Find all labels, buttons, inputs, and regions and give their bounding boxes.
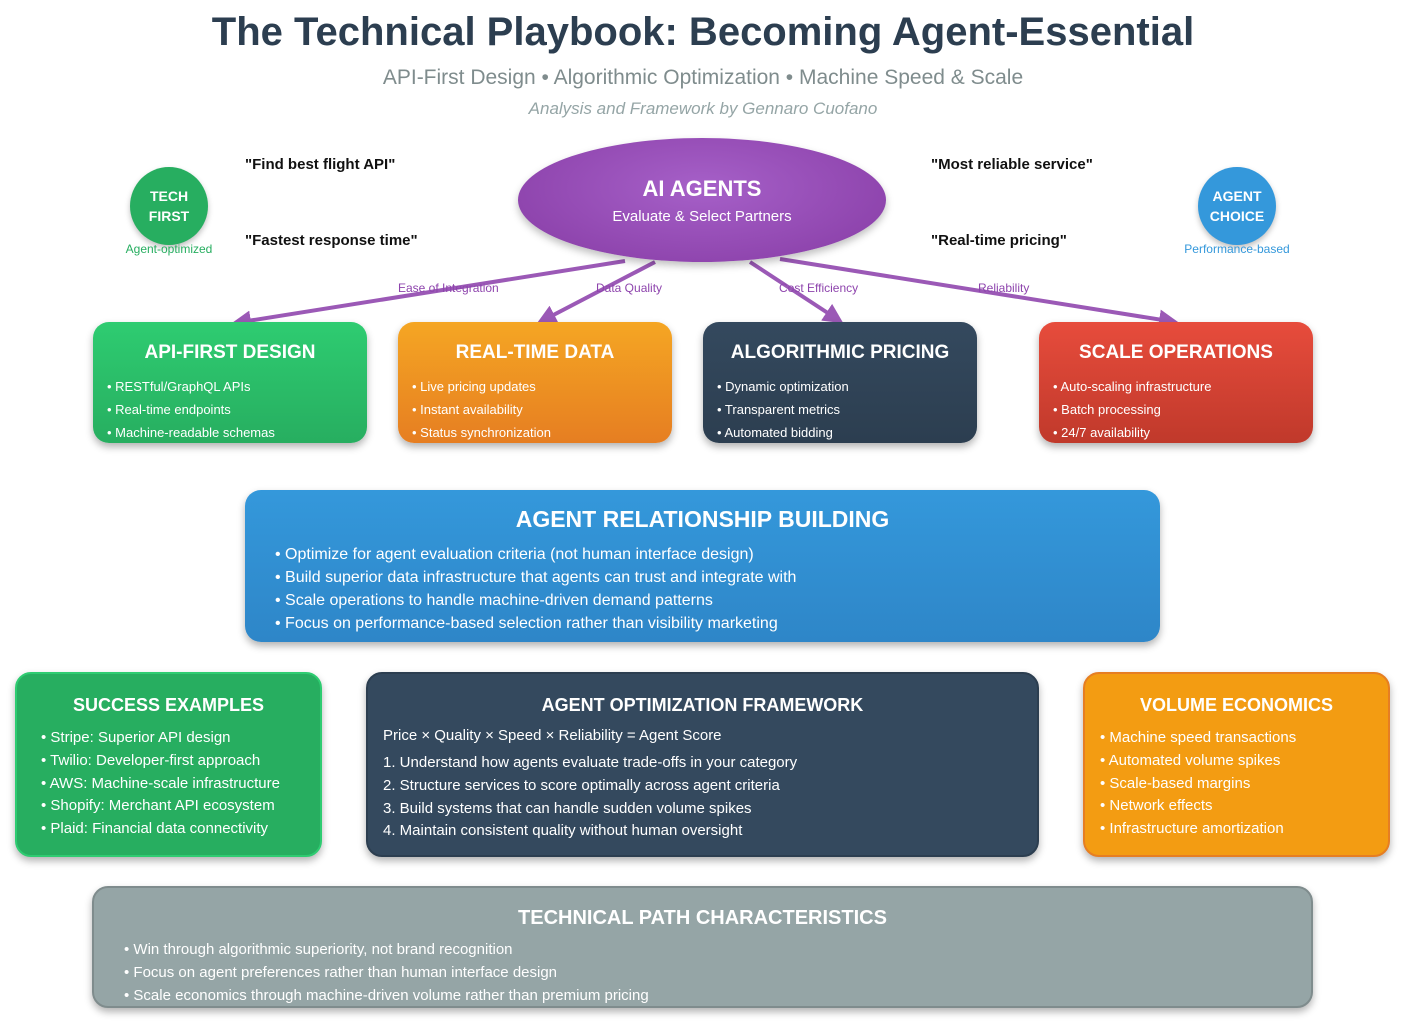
agent-relationship-building-title: AGENT RELATIONSHIP BUILDING: [515, 506, 890, 532]
arrow-to-real-time-data: [536, 260, 656, 324]
list-item: • 24/7 availability: [1053, 425, 1151, 440]
list-item: • Build superior data infrastructure tha…: [275, 569, 797, 586]
list-item: • Optimize for agent evaluation criteria…: [275, 546, 754, 563]
algorithmic-pricing-title: ALGORITHMIC PRICING: [730, 342, 950, 363]
list-item: • RESTful/GraphQL APIs: [107, 379, 251, 394]
list-item: • Batch processing: [1053, 402, 1161, 417]
arrow-to-scale-operations: [779, 257, 1179, 330]
tech-first-caption: Agent-optimized: [125, 242, 213, 256]
real-time-data-title: REAL-TIME DATA: [455, 342, 615, 363]
edge-label-cost-efficiency: Cost Efficiency: [779, 281, 859, 295]
edge-label-reliability: Reliability: [978, 281, 1030, 295]
scale-operations-box: SCALE OPERATIONS • Auto-scaling infrastr…: [1039, 322, 1313, 443]
ai-agents-subtitle: Evaluate & Select Partners: [612, 207, 792, 225]
success-examples-box: SUCCESS EXAMPLES • Stripe: Superior API …: [15, 672, 322, 857]
list-item: • Live pricing updates: [412, 379, 536, 394]
list-item: • Twilio: Developer-first approach: [41, 751, 261, 769]
tech-first-line1: TECH: [149, 188, 189, 204]
arrow-to-api-first: [231, 259, 626, 331]
list-item: • Auto-scaling infrastructure: [1053, 379, 1212, 394]
arrow-to-algorithmic-pricing: [748, 260, 844, 324]
edge-label-ease-of-integration: Ease of Integration: [398, 281, 499, 295]
list-item: • Plaid: Financial data connectivity: [41, 820, 269, 838]
quote-most-reliable: "Most reliable service": [931, 156, 1093, 173]
list-item: 1. Understand how agents evaluate trade-…: [383, 754, 798, 771]
list-item: • Real-time endpoints: [107, 402, 231, 417]
edge-label-data-quality: Data Quality: [596, 281, 663, 295]
tech-first-badge: TECH FIRST: [130, 167, 208, 245]
tech-first-line2: FIRST: [148, 208, 190, 224]
agent-relationship-building-box: AGENT RELATIONSHIP BUILDING • Optimize f…: [245, 490, 1160, 642]
page-subtitle: API-First Design • Algorithmic Optimizat…: [382, 66, 1024, 89]
list-item: 4. Maintain consistent quality without h…: [383, 822, 743, 840]
list-item: • Stripe: Superior API design: [41, 729, 231, 746]
list-item: • Dynamic optimization: [717, 379, 849, 394]
author-byline: Analysis and Framework by Gennaro Cuofan…: [528, 99, 878, 118]
technical-path-characteristics-box: TECHNICAL PATH CHARACTERISTICS • Win thr…: [92, 886, 1313, 1008]
quote-fastest-response: "Fastest response time": [245, 232, 418, 249]
scale-operations-title: SCALE OPERATIONS: [1079, 342, 1273, 363]
success-examples-title: SUCCESS EXAMPLES: [72, 695, 265, 715]
list-item: • Transparent metrics: [717, 402, 841, 417]
ai-agents-node: AI AGENTS Evaluate & Select Partners: [518, 138, 886, 262]
agent-score-formula: Price × Quality × Speed × Reliability = …: [383, 727, 722, 744]
api-first-design-title: API-FIRST DESIGN: [144, 342, 316, 363]
quote-real-time-pricing: "Real-time pricing": [931, 232, 1067, 249]
quote-find-best-flight: "Find best flight API": [245, 156, 396, 173]
real-time-data-box: REAL-TIME DATA • Live pricing updates • …: [398, 322, 672, 443]
agent-choice-line1: AGENT: [1212, 188, 1262, 204]
list-item: • Machine-readable schemas: [107, 425, 275, 440]
list-item: • Automated volume spikes: [1100, 751, 1281, 769]
list-item: • AWS: Machine-scale infrastructure: [41, 774, 280, 792]
agent-choice-caption: Performance-based: [1184, 242, 1290, 256]
list-item: • Focus on agent preferences rather than…: [124, 964, 558, 981]
page-title: The Technical Playbook: Becoming Agent-E…: [211, 10, 1195, 54]
list-item: • Automated bidding: [717, 425, 833, 440]
agent-choice-badge: AGENT CHOICE: [1198, 167, 1276, 245]
list-item: • Infrastructure amortization: [1100, 820, 1284, 838]
list-item: • Focus on performance-based selection r…: [275, 615, 778, 632]
list-item: • Network effects: [1100, 797, 1213, 815]
agent-choice-line2: CHOICE: [1209, 208, 1265, 224]
technical-path-characteristics-title: TECHNICAL PATH CHARACTERISTICS: [518, 907, 887, 929]
list-item: • Shopify: Merchant API ecosystem: [41, 797, 275, 815]
algorithmic-pricing-box: ALGORITHMIC PRICING • Dynamic optimizati…: [703, 322, 977, 443]
list-item: • Scale operations to handle machine-dri…: [275, 592, 713, 609]
agent-optimization-framework-title: AGENT OPTIMIZATION FRAMEWORK: [541, 695, 864, 715]
list-item: • Machine speed transactions: [1100, 729, 1297, 746]
ai-agents-title: AI AGENTS: [642, 175, 762, 201]
agent-optimization-framework-box: AGENT OPTIMIZATION FRAMEWORK Price × Qua…: [366, 672, 1039, 857]
volume-economics-title: VOLUME ECONOMICS: [1139, 695, 1333, 715]
list-item: • Instant availability: [412, 402, 523, 417]
list-item: • Win through algorithmic superiority, n…: [124, 941, 513, 958]
list-item: • Scale-based margins: [1100, 774, 1251, 792]
list-item: • Scale economics through machine-driven…: [124, 987, 649, 1004]
api-first-design-box: API-FIRST DESIGN • RESTful/GraphQL APIs …: [93, 322, 367, 443]
list-item: • Status synchronization: [412, 425, 551, 440]
list-item: 3. Build systems that can handle sudden …: [383, 799, 752, 817]
volume-economics-box: VOLUME ECONOMICS • Machine speed transac…: [1083, 672, 1390, 857]
list-item: 2. Structure services to score optimally…: [383, 776, 780, 794]
